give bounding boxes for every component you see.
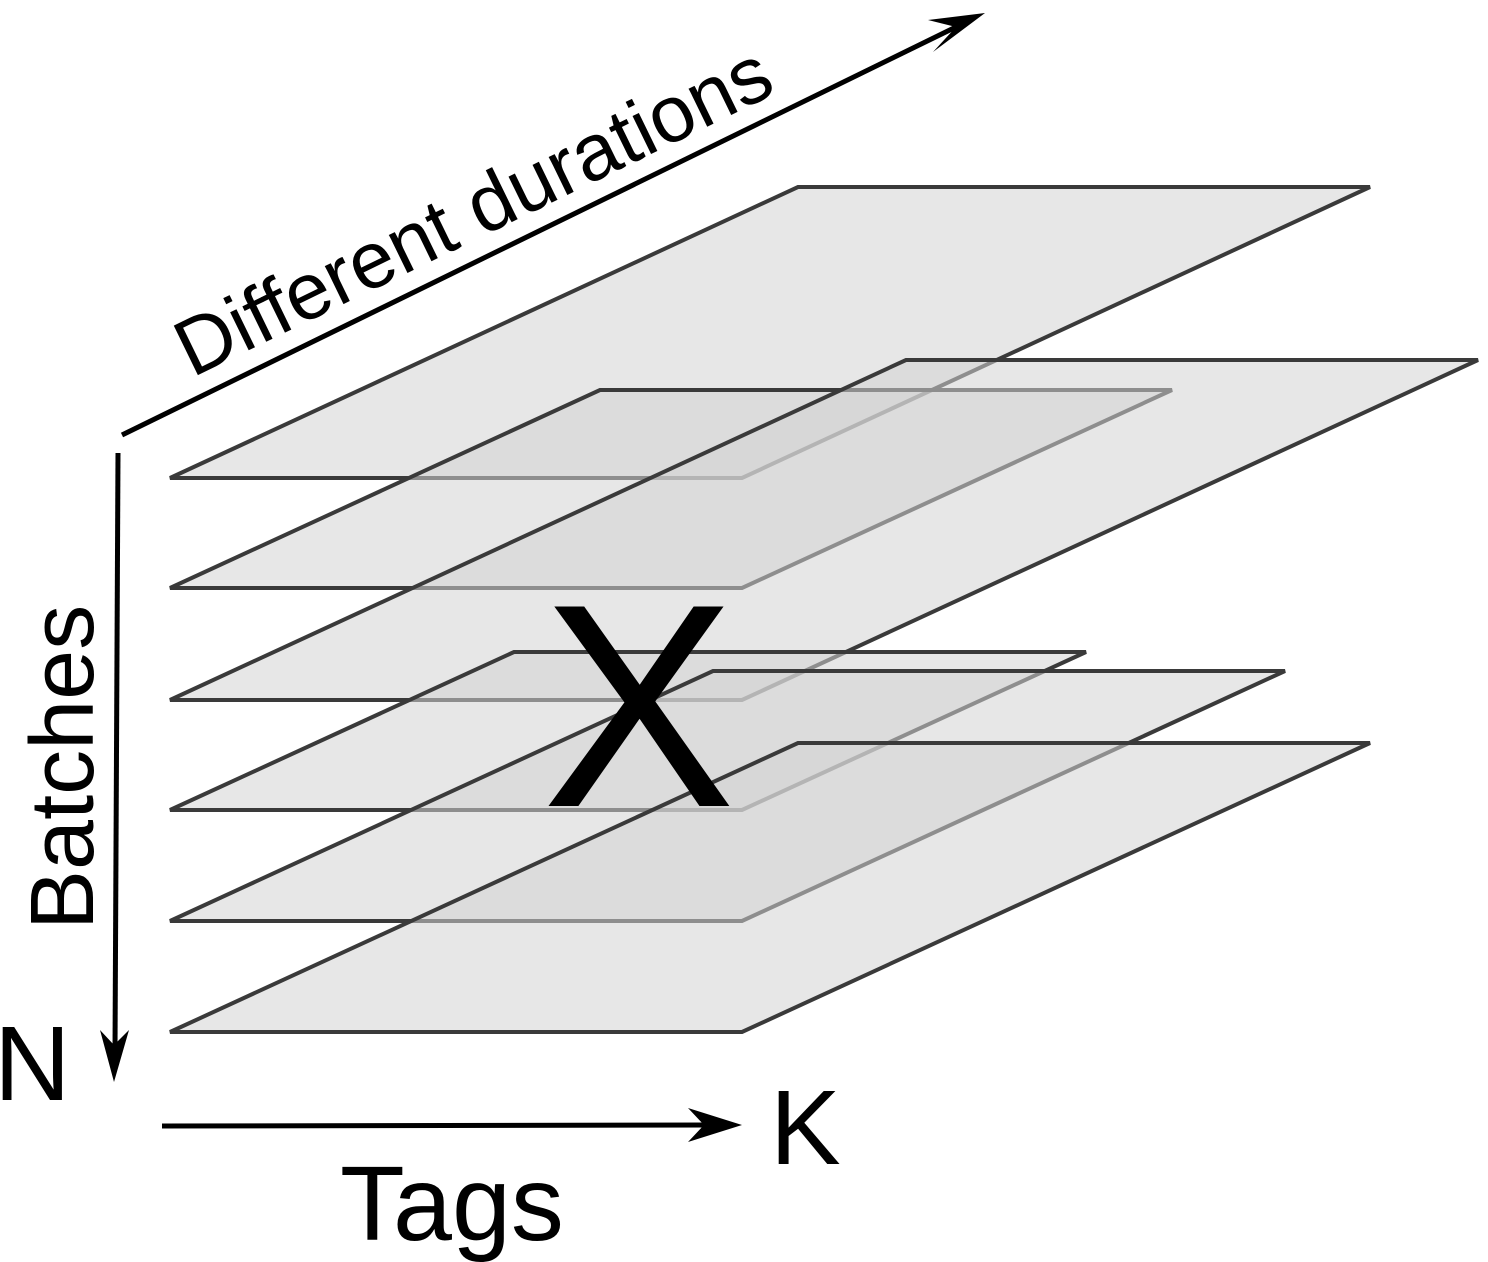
vertical-arrowhead — [100, 1030, 129, 1082]
depth-axis-arrow — [120, 13, 985, 438]
vertical-axis-label: Batches — [13, 605, 113, 930]
horizontal-arrowhead — [688, 1108, 742, 1142]
plane-6 — [169, 741, 1371, 1034]
horizontal-axis-arrow — [161, 1108, 742, 1142]
planes-group — [169, 185, 1479, 1034]
center-symbol-label: X — [542, 544, 735, 868]
horizontal-axis-label: Tags — [340, 1145, 564, 1262]
horizontal-end-label: K — [770, 1069, 841, 1187]
vertical-end-label: N — [0, 1005, 71, 1123]
depth-arrowhead — [928, 13, 985, 52]
vertical-axis-arrow — [100, 452, 129, 1082]
